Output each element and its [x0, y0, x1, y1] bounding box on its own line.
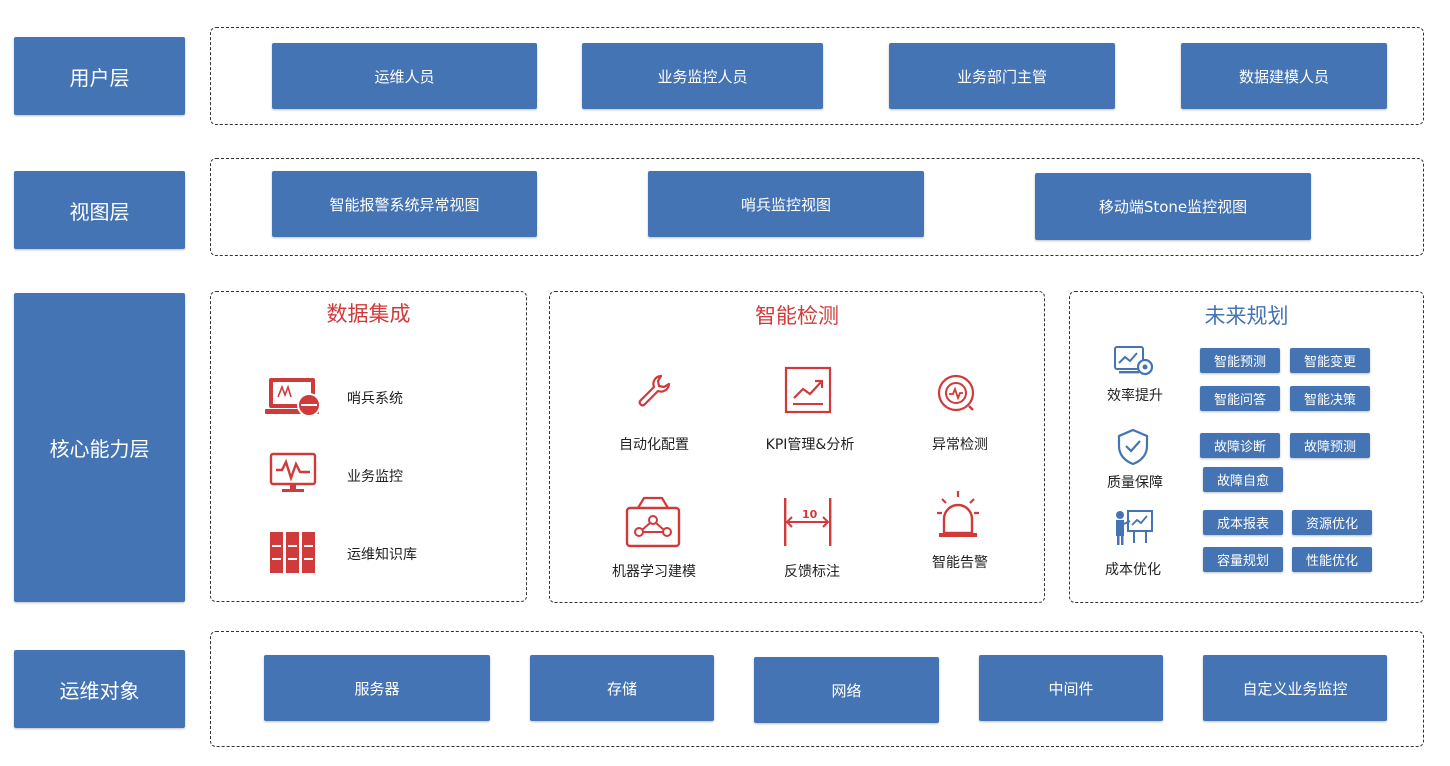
layer-label-core: 核心能力层 [14, 293, 185, 602]
anomaly-detection-icon [936, 373, 976, 413]
detection-item-alarm: 智能告警 [932, 555, 988, 571]
detection-item-feedback: 反馈标注 [784, 564, 840, 580]
data-integration-item-knowledge: 运维知识库 [347, 547, 417, 563]
kpi-chart-icon [784, 366, 832, 414]
future-tag: 成本报表 [1203, 510, 1283, 535]
quality-shield-icon [1117, 428, 1149, 466]
future-tag: 容量规划 [1203, 547, 1283, 572]
ops-custom-business: 自定义业务监控 [1203, 655, 1387, 721]
detection-item-anomaly: 异常检测 [932, 437, 988, 453]
future-group-label-quality: 质量保障 [1107, 475, 1163, 491]
efficiency-gear-icon [1113, 345, 1155, 379]
monitor-pulse-icon [268, 452, 318, 494]
future-tag: 故障诊断 [1200, 433, 1280, 458]
data-integration-item-business-monitor: 业务监控 [347, 469, 403, 485]
future-tag: 性能优化 [1292, 547, 1372, 572]
view-layer-container [210, 158, 1424, 256]
future-tag: 资源优化 [1292, 510, 1372, 535]
layer-label-ops: 运维对象 [14, 650, 185, 728]
ops-server: 服务器 [264, 655, 490, 721]
ops-middleware: 中间件 [979, 655, 1163, 721]
user-layer-container [210, 27, 1424, 125]
future-tag: 故障自愈 [1203, 467, 1283, 492]
wrench-icon [635, 372, 673, 410]
view-mobile-stone: 移动端Stone监控视图 [1035, 173, 1311, 240]
knowledge-books-icon [269, 531, 317, 574]
view-alarm-anomaly: 智能报警系统异常视图 [272, 171, 537, 237]
cost-presenter-icon [1113, 507, 1155, 547]
ml-modeling-icon [624, 496, 682, 550]
layer-label-user: 用户层 [14, 37, 185, 115]
ops-storage: 存储 [530, 655, 714, 721]
detection-item-ml: 机器学习建模 [612, 564, 696, 580]
ops-network: 网络 [754, 657, 939, 723]
smart-detection-title: 智能检测 [755, 304, 839, 328]
user-ops-staff: 运维人员 [272, 43, 537, 109]
future-planning-container [1069, 291, 1424, 603]
sentinel-laptop-icon [264, 375, 326, 419]
ops-layer-container [210, 631, 1424, 747]
data-integration-item-sentinel: 哨兵系统 [347, 391, 403, 407]
future-tag: 智能决策 [1290, 386, 1370, 411]
data-integration-title: 数据集成 [326, 302, 411, 326]
future-tag: 故障预测 [1290, 433, 1370, 458]
future-tag: 智能问答 [1200, 386, 1280, 411]
view-sentinel: 哨兵监控视图 [648, 171, 924, 237]
user-data-modeler: 数据建模人员 [1181, 43, 1387, 109]
user-dept-manager: 业务部门主管 [889, 43, 1115, 109]
alarm-light-icon [936, 491, 980, 539]
future-group-label-efficiency: 效率提升 [1107, 388, 1163, 404]
future-tag: 智能预测 [1200, 348, 1280, 373]
svg-text:10: 10 [802, 508, 818, 521]
layer-label-view: 视图层 [14, 171, 185, 249]
feedback-annotation-icon: 10 [781, 496, 835, 548]
future-planning-title: 未来规划 [1204, 304, 1289, 328]
smart-detection-container [549, 291, 1045, 603]
user-business-monitor: 业务监控人员 [582, 43, 823, 109]
detection-item-auto-config: 自动化配置 [619, 437, 689, 453]
data-integration-container [210, 291, 527, 602]
future-tag: 智能变更 [1290, 348, 1370, 373]
detection-item-kpi: KPI管理&分析 [765, 437, 855, 453]
future-group-label-cost: 成本优化 [1105, 562, 1161, 578]
